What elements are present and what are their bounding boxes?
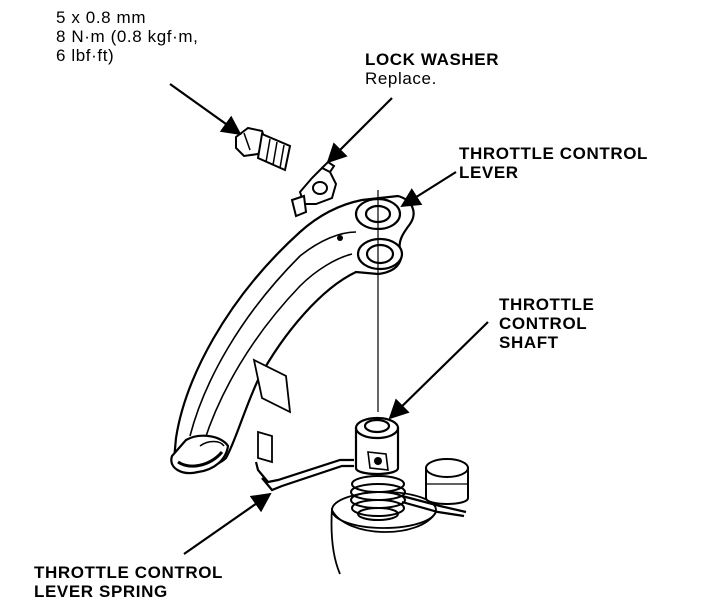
lock-washer-name-text: LOCK WASHER <box>365 50 500 69</box>
lever-leader-arrow <box>400 172 456 208</box>
bolt-leader-arrow <box>170 84 242 136</box>
leader-arrows <box>170 84 488 554</box>
shaft-label-line1: THROTTLE <box>499 295 595 314</box>
shaft-label-line2: CONTROL <box>499 314 588 333</box>
shaft-leader-arrow <box>388 322 488 420</box>
spring-leader-arrow <box>184 492 272 554</box>
bolt-torque-text: 8 N·m (0.8 kgf·m, <box>56 27 199 46</box>
stopper-post-illustration <box>426 459 468 504</box>
spring-label-line1: THROTTLE CONTROL <box>34 563 224 582</box>
bolt-torque-spec-label: 5 x 0.8 mm 8 N·m (0.8 kgf·m, 6 lbf·ft) <box>56 8 198 65</box>
throttle-control-shaft-illustration <box>356 418 398 474</box>
throttle-control-shaft-label: THROTTLE CONTROL SHAFT <box>499 295 594 352</box>
bolt-size-text: 5 x 0.8 mm <box>56 8 147 27</box>
throttle-control-lever-spring-label: THROTTLE CONTROL LEVER SPRING <box>34 563 223 601</box>
spring-label-line2: LEVER SPRING <box>34 582 168 601</box>
lever-label-line2: LEVER <box>459 163 519 182</box>
bolt-torque-imperial-text: 6 lbf·ft) <box>56 46 115 65</box>
lock-washer-leader-arrow <box>326 98 392 164</box>
shaft-label-line3: SHAFT <box>499 333 559 352</box>
spring-coils-illustration <box>351 476 405 520</box>
bolt-illustration <box>236 128 290 170</box>
lock-washer-note-text: Replace. <box>365 69 437 88</box>
throttle-control-lever-illustration <box>171 196 413 473</box>
throttle-body-housing-illustration <box>254 360 436 574</box>
throttle-control-lever-label: THROTTLE CONTROL LEVER <box>459 144 648 182</box>
lock-washer-label: LOCK WASHER Replace. <box>365 50 499 88</box>
lever-label-line1: THROTTLE CONTROL <box>459 144 649 163</box>
lock-washer-illustration <box>292 162 336 216</box>
lever-spring-wire-illustration <box>256 460 466 516</box>
